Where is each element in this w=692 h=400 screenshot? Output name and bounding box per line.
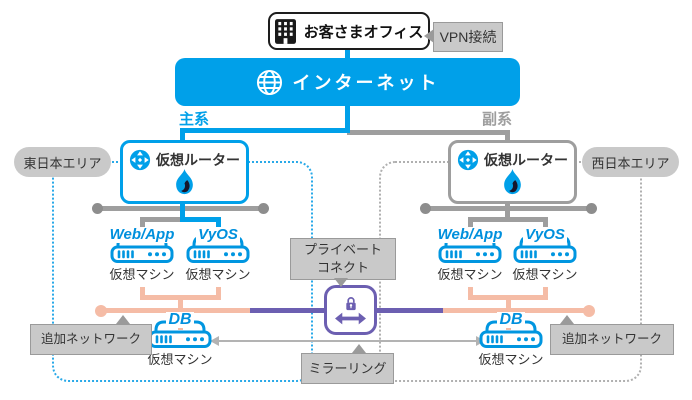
east-addnet-main bbox=[100, 308, 250, 313]
virtual-router-east: 仮想ルーター bbox=[120, 140, 249, 204]
vm-caption: 仮想マシン bbox=[512, 267, 578, 282]
globe-icon bbox=[256, 69, 282, 95]
vm-webapp-west: Web/App 仮想マシン bbox=[435, 226, 505, 283]
vpn-callout-pointer bbox=[424, 29, 434, 43]
mirroring-callout-pointer bbox=[352, 344, 366, 353]
vyos-flame-icon bbox=[504, 169, 521, 195]
secondary-line-into-router bbox=[505, 130, 510, 144]
west-addnet-callout-pointer bbox=[560, 315, 574, 324]
bidirectional-arrow-icon bbox=[335, 312, 366, 324]
west-addnet-stub-webapp bbox=[468, 287, 473, 297]
east-addnet-stub-webapp bbox=[140, 287, 145, 297]
vm-webapp-east: Web/App 仮想マシン bbox=[107, 226, 177, 283]
server-icon bbox=[110, 235, 174, 263]
primary-path-label: 主系 bbox=[179, 111, 210, 128]
building-icon bbox=[274, 18, 296, 44]
vm-db-west: DB 仮想マシン bbox=[477, 312, 545, 368]
secondary-line-horizontal bbox=[347, 130, 510, 135]
vm-db-east: DB 仮想マシン bbox=[146, 312, 214, 368]
east-addnet-endpoint bbox=[95, 305, 107, 317]
west-webapp-drop bbox=[468, 217, 473, 235]
secondary-path-label: 副系 bbox=[482, 111, 513, 128]
internet-node: インターネット bbox=[175, 58, 520, 106]
additional-network-badge-west: 追加ネットワーク bbox=[550, 324, 674, 355]
east-japan-area-label: 東日本エリア bbox=[14, 147, 111, 177]
vm-vyos-west: VyOS 仮想マシン bbox=[511, 227, 579, 283]
private-connect-badge: プライベート コネクト bbox=[290, 238, 396, 280]
router-label: 仮想ルーター bbox=[156, 152, 240, 168]
west-japan-area-label: 西日本エリア bbox=[582, 147, 679, 177]
west-network-segment bbox=[423, 206, 593, 211]
office-label: お客さまオフィス bbox=[303, 23, 424, 41]
vm-name: Web/App bbox=[107, 226, 177, 243]
virtual-router-west: 仮想ルーター bbox=[448, 140, 577, 204]
server-icon bbox=[438, 235, 502, 263]
vpn-badge: VPN接続 bbox=[433, 22, 503, 52]
mirroring-line bbox=[218, 340, 476, 342]
west-addnet-endpoint bbox=[583, 305, 595, 317]
router-label: 仮想ルーター bbox=[484, 152, 568, 168]
vyos-flame-icon bbox=[176, 169, 193, 195]
primary-line-drop bbox=[345, 104, 350, 133]
lock-icon bbox=[345, 296, 356, 310]
east-addnet-stub-vyos bbox=[216, 287, 221, 297]
west-vyos-drop bbox=[543, 217, 548, 235]
vm-caption: 仮想マシン bbox=[109, 267, 175, 282]
west-vm-branch bbox=[468, 217, 548, 222]
vm-name: DB bbox=[166, 311, 194, 328]
vm-name: Web/App bbox=[435, 226, 505, 243]
west-segment-endpoint-right bbox=[586, 203, 597, 214]
office-internet-line bbox=[345, 46, 350, 58]
vm-name: VyOS bbox=[196, 226, 240, 243]
vm-caption: 仮想マシン bbox=[147, 352, 213, 367]
east-webapp-drop bbox=[140, 217, 145, 235]
vm-vyos-east: VyOS 仮想マシン bbox=[184, 227, 252, 283]
mirroring-badge: ミラーリング bbox=[301, 353, 394, 384]
east-segment-endpoint-right bbox=[258, 203, 269, 214]
east-webapp-branch bbox=[140, 217, 185, 222]
private-connect-node bbox=[324, 285, 377, 335]
vm-name: VyOS bbox=[523, 226, 567, 243]
west-addnet-main bbox=[443, 308, 591, 313]
vm-caption: 仮想マシン bbox=[185, 267, 251, 282]
customer-office-node: お客さまオフィス bbox=[268, 12, 430, 50]
west-segment-endpoint-left bbox=[420, 203, 431, 214]
east-router-downlink bbox=[180, 196, 185, 222]
router-icon bbox=[129, 149, 151, 171]
east-addnet-callout-pointer bbox=[116, 315, 130, 324]
east-vyos-branch bbox=[180, 217, 221, 222]
server-icon bbox=[148, 320, 212, 348]
server-icon bbox=[186, 235, 250, 263]
primary-line-horizontal bbox=[180, 128, 350, 133]
additional-network-badge-east: 追加ネットワーク bbox=[30, 324, 152, 355]
east-vyos-drop bbox=[216, 217, 221, 235]
mirroring-arrowhead-left bbox=[210, 336, 219, 346]
vm-caption: 仮想マシン bbox=[437, 267, 503, 282]
primary-line-into-router bbox=[180, 128, 185, 144]
west-addnet-stub-vyos bbox=[543, 287, 548, 297]
east-segment-endpoint-left bbox=[92, 203, 103, 214]
private-connect-badge-line1: プライベート bbox=[303, 242, 382, 258]
router-icon bbox=[457, 149, 479, 171]
vm-caption: 仮想マシン bbox=[478, 352, 544, 367]
private-connect-callout-pointer bbox=[334, 278, 348, 287]
private-connect-badge-line2: コネクト bbox=[316, 260, 369, 275]
vm-name: DB bbox=[497, 311, 525, 328]
server-icon bbox=[479, 320, 543, 348]
internet-label: インターネット bbox=[292, 73, 440, 93]
